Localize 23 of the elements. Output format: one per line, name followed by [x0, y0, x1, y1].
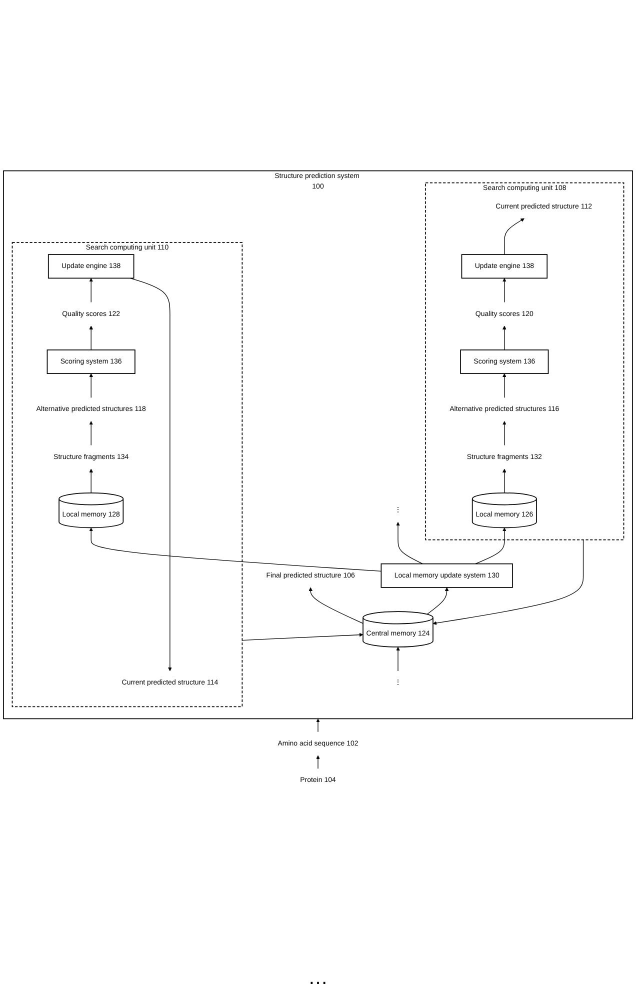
arrow	[316, 718, 320, 732]
arrow	[308, 587, 364, 624]
arrow	[502, 468, 506, 494]
ellipsis-mark: …	[308, 967, 328, 990]
arrow	[504, 218, 524, 255]
arrow	[432, 539, 584, 625]
arrow	[502, 421, 506, 446]
arrow	[89, 278, 94, 303]
arrow	[242, 632, 364, 641]
arrow	[426, 587, 449, 615]
arrow	[89, 468, 94, 494]
arrow	[502, 373, 506, 398]
arrow	[89, 326, 94, 350]
arrow	[502, 278, 506, 303]
arrow	[502, 326, 506, 350]
arrow	[396, 646, 400, 672]
arrow	[89, 528, 382, 572]
arrow	[89, 421, 94, 446]
arrow	[316, 755, 320, 769]
arrow	[130, 278, 172, 672]
arrow	[396, 522, 423, 564]
arrow	[89, 373, 94, 398]
arrow	[475, 528, 506, 564]
